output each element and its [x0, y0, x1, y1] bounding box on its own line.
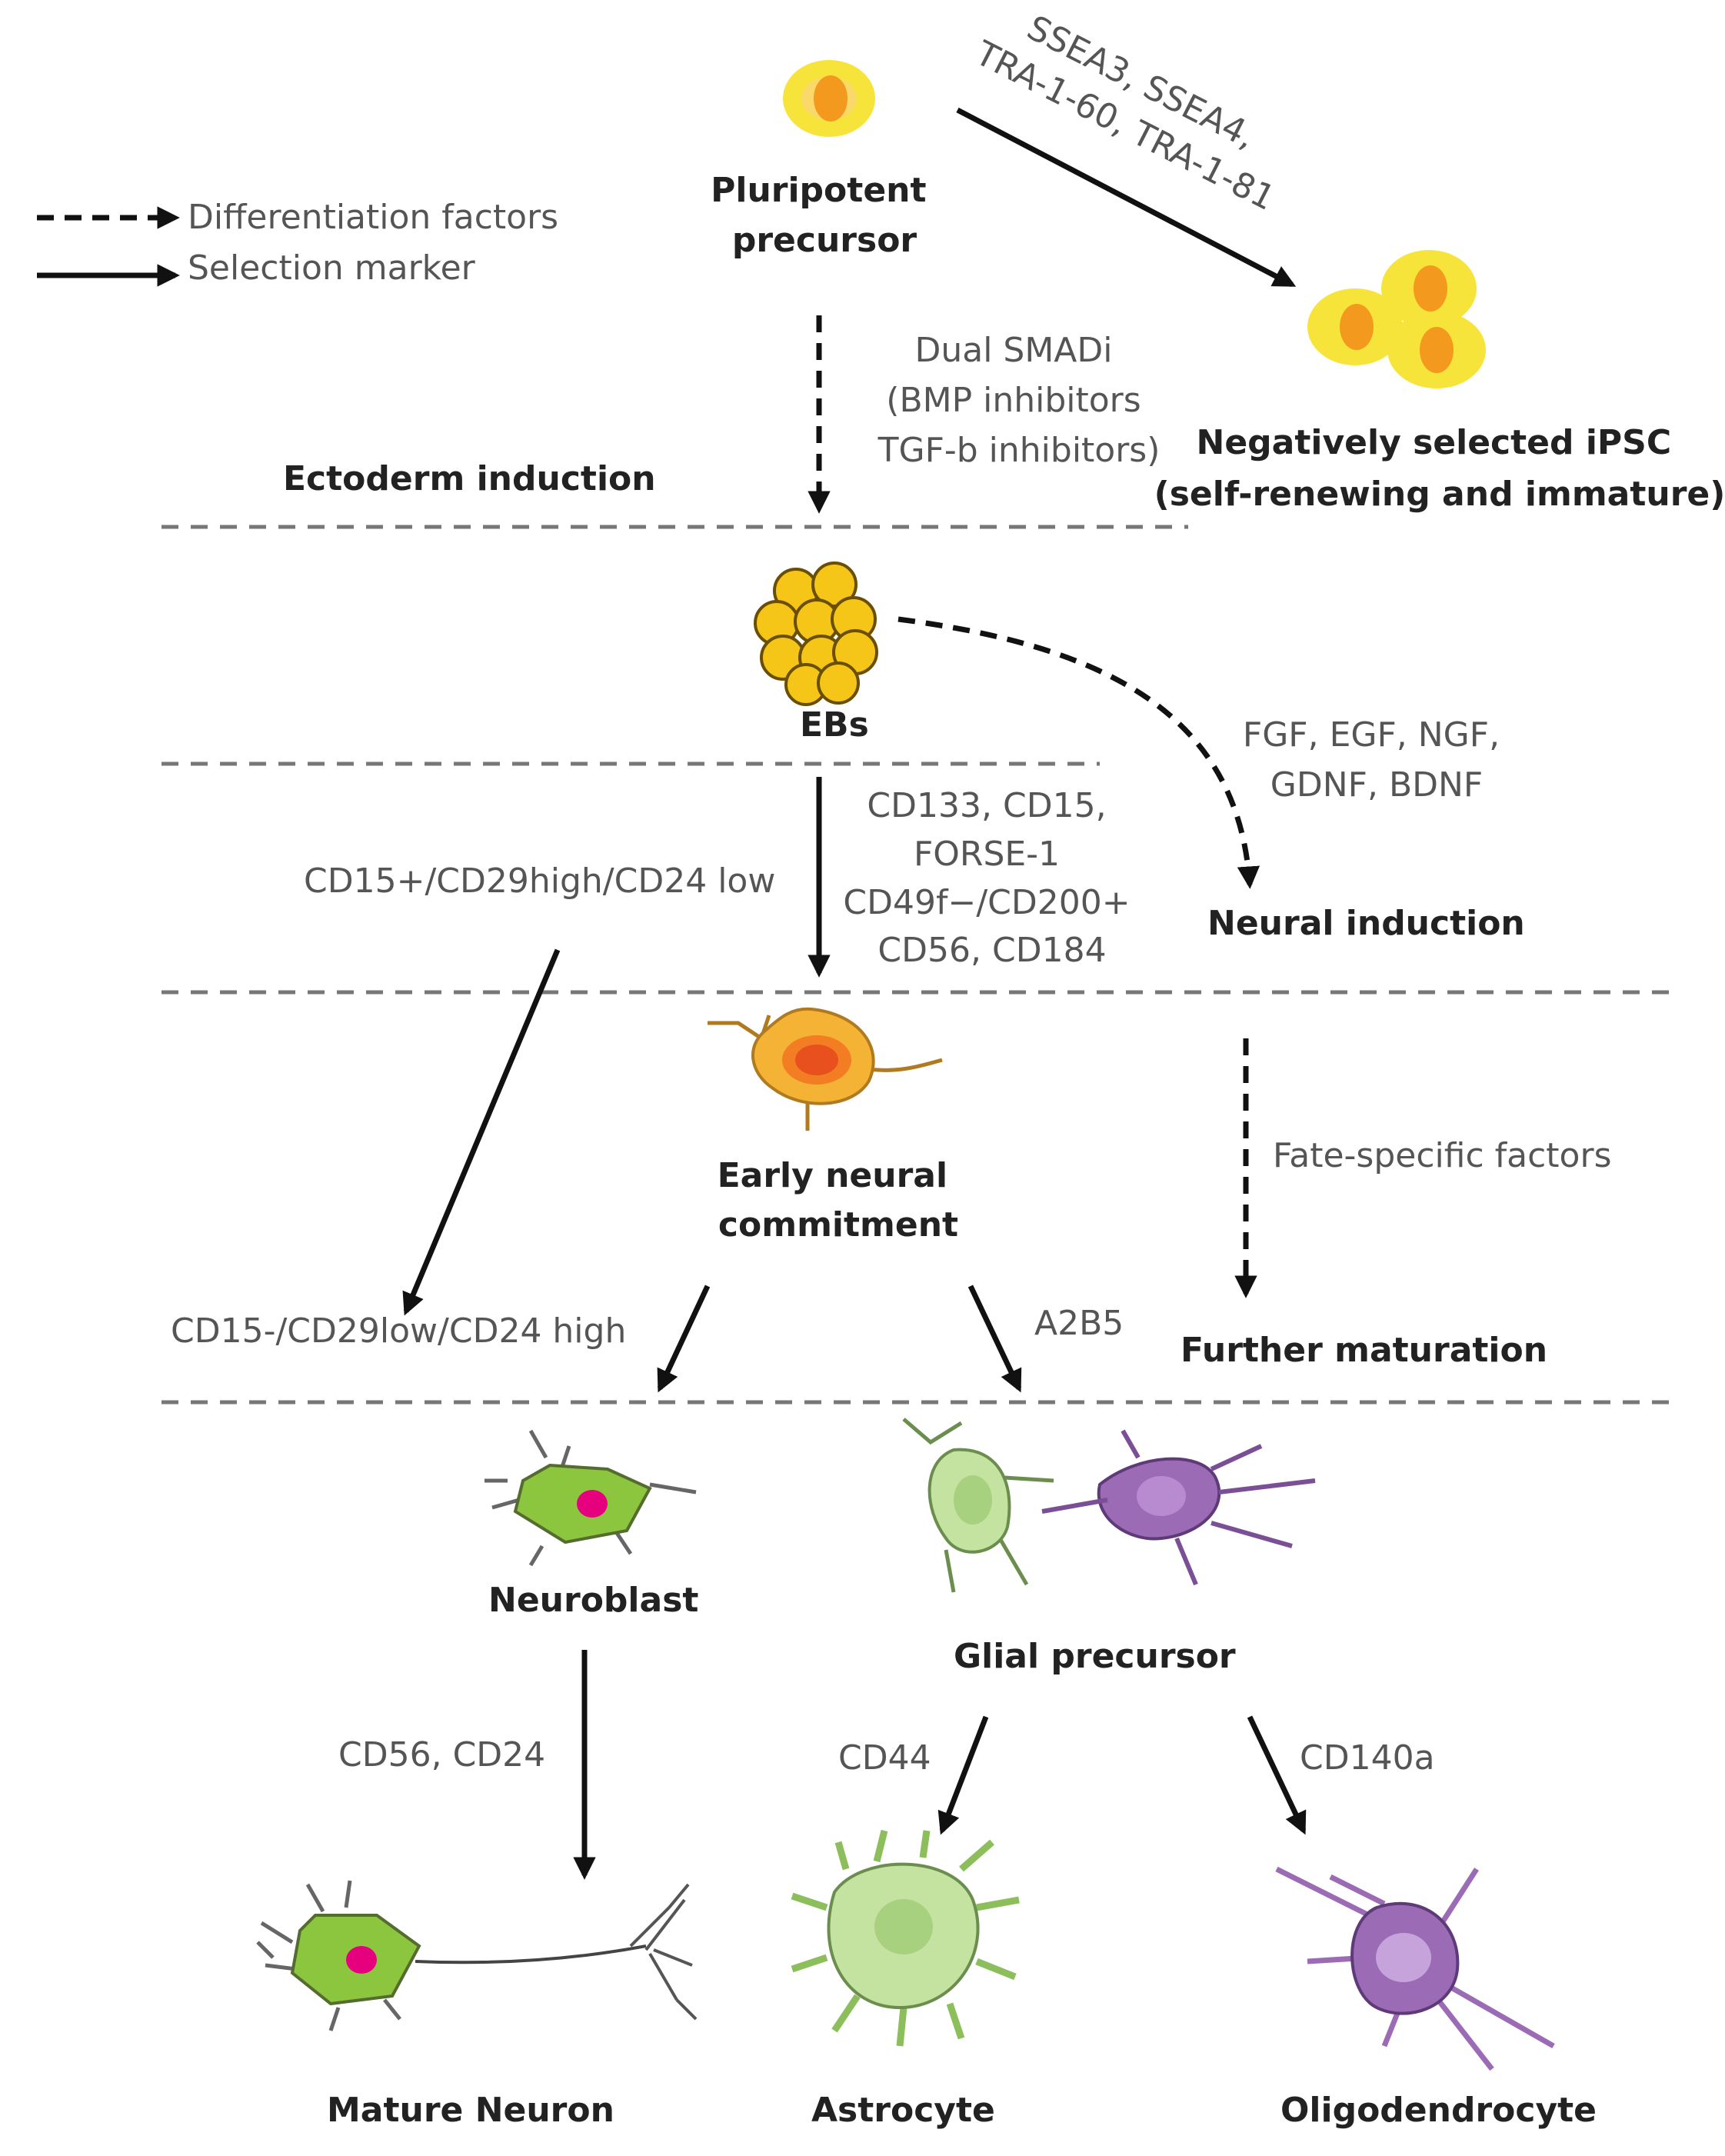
ipsc-cluster-icon [1307, 250, 1486, 388]
growth-factor-arrow [897, 616, 1260, 889]
legend-dashed-label: Differentiation factors [188, 198, 558, 237]
cd15-negative-label: CD15-/CD29low/CD24 high [171, 1311, 626, 1351]
mature-neuron-label: Mature Neuron [327, 2091, 614, 2130]
mature-neuron-icon [256, 1880, 698, 2031]
neuroblast-branch-arrow [657, 1285, 711, 1393]
pluripotent-cell-icon [783, 60, 875, 137]
oligodendrocyte-arrow [1247, 1715, 1307, 1835]
cd15-positive-label: CD15+/CD29high/CD24 low [304, 861, 775, 901]
early-neural-label: Early neural commitment [718, 1156, 960, 1245]
early-neural-cell-icon [708, 1007, 943, 1131]
astrocyte-label: Astrocyte [811, 2091, 995, 2130]
svg-text:SSEA3, SSEA4, TRA-1-60,: SSEA3, SSEA4, TRA-1-60, TRA-1-81 [968, 0, 1302, 218]
oligodendrocyte-label: Oligodendrocyte [1280, 2091, 1597, 2130]
growth-factors-label: FGF, EGF, NGF, GDNF, BDNF [1243, 715, 1510, 805]
arrow-to-ipsc [956, 107, 1297, 288]
eb-cluster-icon [754, 561, 878, 706]
glial-precursor-label: Glial precursor [954, 1637, 1236, 1676]
further-maturation-label: Further maturation [1181, 1331, 1547, 1370]
astrocyte-arrow [937, 1715, 989, 1835]
cd140a-label: CD140a [1300, 1738, 1435, 1778]
glial-precursor-icon [902, 1418, 1316, 1593]
dual-smadi-label: Dual SMADi (BMP inhibitors TGF-b inhibit… [877, 331, 1161, 470]
a2b5-label: A2B5 [1034, 1304, 1124, 1343]
ebs-label: EBs [800, 705, 869, 745]
fate-factors-label: Fate-specific factors [1273, 1136, 1612, 1175]
pluripotent-label: Pluripotent precursor [711, 171, 938, 260]
neural-induction-label: Neural induction [1207, 904, 1525, 943]
cd56-cd24-label: CD56, CD24 [338, 1735, 545, 1774]
ectoderm-induction-label: Ectoderm induction [283, 459, 656, 498]
oligodendrocyte-icon [1275, 1866, 1555, 2071]
cd44-label: CD44 [838, 1738, 931, 1778]
eb-markers-label: CD133, CD15, FORSE-1 CD49f−/CD200+ CD56,… [843, 786, 1141, 970]
ipsc-label: Negatively selected iPSC (self-renewing … [1154, 423, 1725, 514]
legend: Differentiation factors Selection marker [37, 198, 558, 288]
glial-branch-arrow [967, 1285, 1022, 1393]
legend-solid-label: Selection marker [188, 248, 476, 288]
cd15-selection-arrow [402, 948, 561, 1316]
neuroblast-cell-icon [485, 1429, 697, 1567]
neuroblast-label: Neuroblast [488, 1581, 698, 1620]
astrocyte-icon [791, 1829, 1020, 2047]
ssea-markers-label: SSEA3, SSEA4, TRA-1-60, TRA-1-81 [968, 0, 1302, 218]
